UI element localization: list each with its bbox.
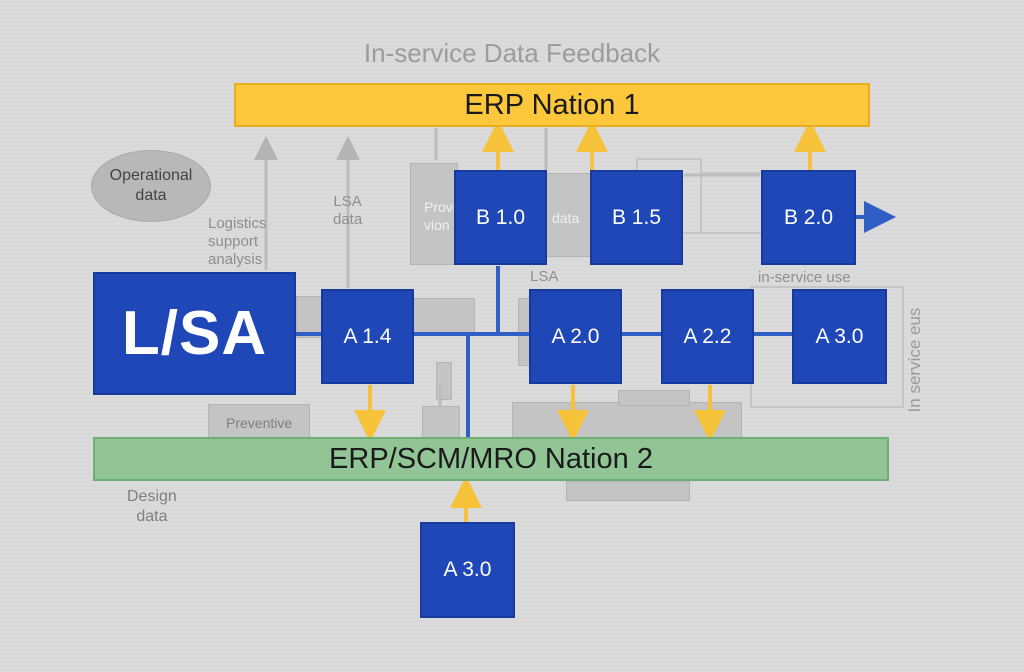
ghost-panel-lower-top <box>618 390 690 406</box>
data-label: data <box>552 210 580 226</box>
box-a-1-4-label: A 1.4 <box>343 324 392 348</box>
ghost-panel-below-bar <box>566 481 690 501</box>
provision-label: Provi vion <box>424 199 456 233</box>
box-a-1-4: A 1.4 <box>321 289 414 384</box>
erp-nation-1-label: ERP Nation 1 <box>464 88 640 121</box>
logistics-support-label: Logistics support analysis <box>208 215 267 268</box>
lsa-main-label: L/SA <box>121 299 268 368</box>
preventive-label: Preventive <box>226 415 293 431</box>
ghost-panel-small <box>422 406 460 438</box>
ghost-panel-mid-center <box>413 298 475 336</box>
box-a-3-0-bottom: A 3.0 <box>420 522 515 618</box>
in-service-use-label: in-service use <box>758 269 851 286</box>
lsa-main-box: L/SA <box>93 272 296 395</box>
erp-scm-mro-nation-2-bar: ERP/SCM/MRO Nation 2 <box>93 437 889 481</box>
box-b-1-5: B 1.5 <box>590 170 683 265</box>
erp-scm-mro-nation-2-label: ERP/SCM/MRO Nation 2 <box>329 442 653 475</box>
box-a-3-0-bottom-label: A 3.0 <box>443 558 492 581</box>
lsa-label: LSA <box>530 268 559 285</box>
box-a-2-0: A 2.0 <box>529 289 622 384</box>
diagram-title: In-service Data Feedback <box>363 38 661 68</box>
yellow-arrows <box>354 120 826 522</box>
ghost-panel-provision <box>410 163 458 265</box>
box-b-1-0: B 1.0 <box>454 170 547 265</box>
in-service-vertical-label: In service eus <box>905 307 924 413</box>
box-a-2-0-label: A 2.0 <box>551 324 600 348</box>
design-data-label: Design data <box>127 488 177 525</box>
box-b-2-0-label: B 2.0 <box>783 205 834 229</box>
box-b-2-0: B 2.0 <box>761 170 856 265</box>
operational-data-ellipse: Operational data <box>91 150 211 222</box>
erp-nation-1-bar: ERP Nation 1 <box>234 83 870 127</box>
ellipse-line-2: data <box>135 187 167 204</box>
box-a-2-2-label: A 2.2 <box>683 324 732 348</box>
ellipse-line-1: Operational <box>109 167 193 184</box>
box-a-3-0-right: A 3.0 <box>792 289 887 384</box>
box-a-3-0-right-label: A 3.0 <box>815 324 864 348</box>
ghost-lines <box>254 128 760 406</box>
box-b-1-0-label: B 1.0 <box>475 205 526 229</box>
box-b-1-5-label: B 1.5 <box>611 205 662 229</box>
lsa-data-label: LSA data <box>333 193 363 228</box>
ghost-panel-preventive <box>208 404 310 440</box>
box-a-2-2: A 2.2 <box>661 289 754 384</box>
